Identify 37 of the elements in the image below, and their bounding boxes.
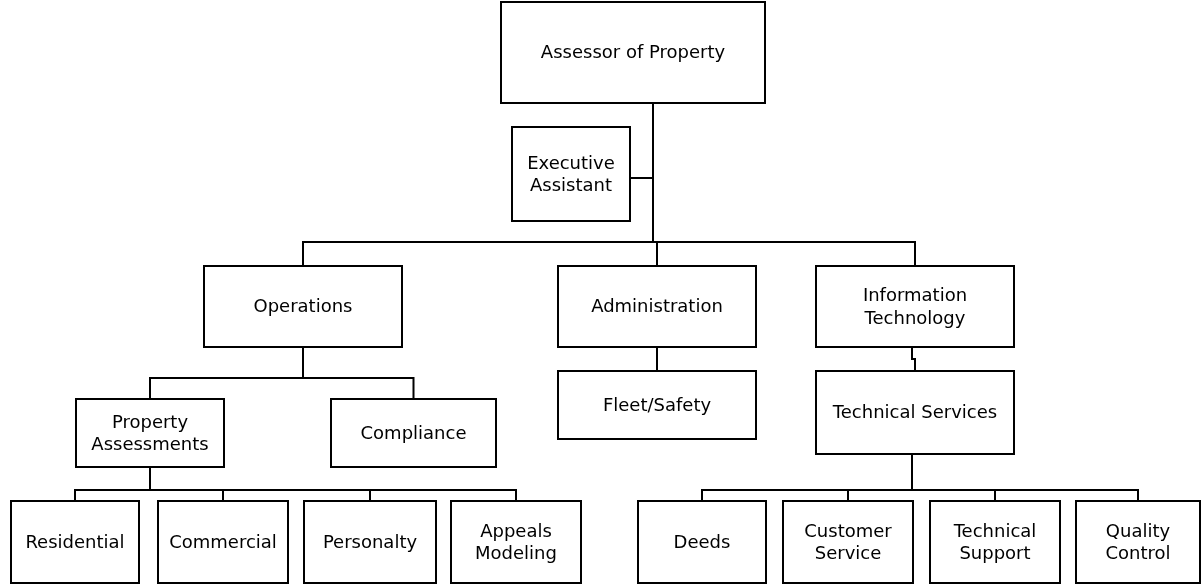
- box-label: Information Technology: [861, 284, 969, 329]
- org-box: [10, 500, 140, 584]
- org-box: [511, 126, 631, 222]
- connector-line: [302, 347, 415, 399]
- org-box: [450, 500, 582, 584]
- box-label: Personalty: [322, 530, 418, 554]
- box-label: Fleet/Safety: [602, 393, 712, 417]
- box-label: Technical Support: [952, 519, 1038, 565]
- box-label: Deeds: [673, 530, 731, 554]
- org-box: [203, 265, 403, 348]
- box-label: Property Assessments: [90, 410, 210, 456]
- org-box: [303, 500, 437, 584]
- org-box: [929, 500, 1061, 584]
- org-box: [815, 370, 1015, 455]
- connector-line: [656, 347, 658, 371]
- org-box: [782, 500, 914, 584]
- org-box: [557, 265, 757, 348]
- box-label: Quality Control: [1104, 519, 1172, 565]
- org-box: [557, 370, 757, 440]
- box-label: Executive Assistant: [526, 151, 616, 197]
- org-box: [75, 398, 225, 468]
- org-box: [815, 265, 1015, 348]
- box-label: Commercial: [169, 530, 277, 554]
- org-box: [330, 398, 497, 468]
- org-box: [637, 500, 767, 584]
- box-label: Customer Service: [803, 519, 893, 565]
- box-label: Appeals Modeling: [474, 519, 558, 565]
- box-label: Technical Services: [832, 401, 998, 424]
- box-label: Residential: [25, 530, 125, 554]
- connector-line: [911, 347, 916, 371]
- box-label: Operations: [253, 295, 353, 318]
- org-box: [1075, 500, 1201, 584]
- org-box: [500, 1, 766, 104]
- box-label: Administration: [591, 295, 723, 318]
- box-label: Compliance: [360, 421, 467, 445]
- box-label: Assessor of Property: [540, 41, 726, 64]
- org-box: [157, 500, 289, 584]
